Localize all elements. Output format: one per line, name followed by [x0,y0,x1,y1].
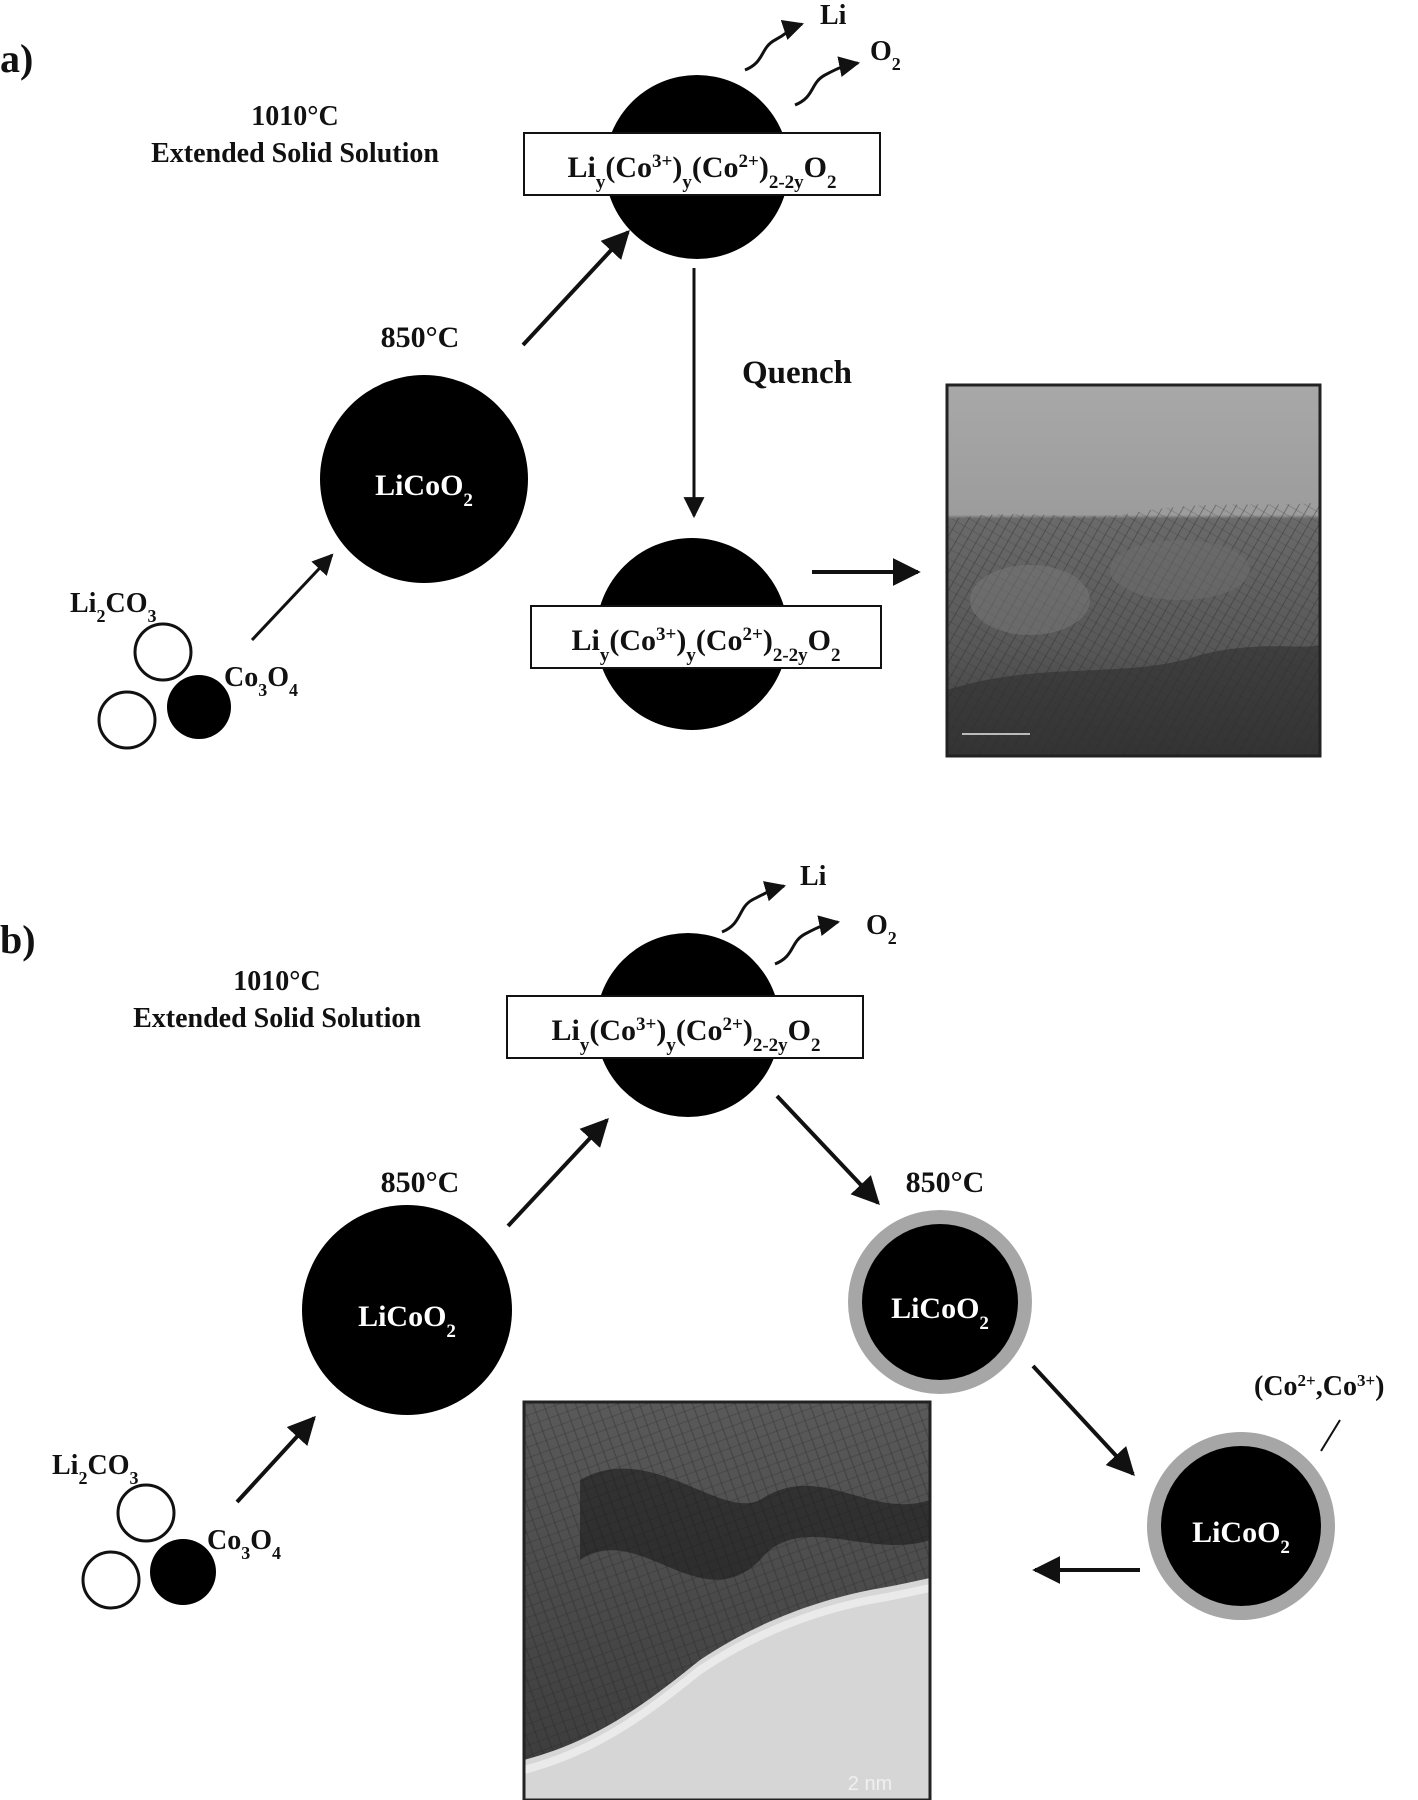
panel-b-li2co3-particle-2 [81,1550,141,1610]
panel-a-heat-arrow [521,229,630,347]
panel-a-li-loss-arrow [744,20,804,72]
panel-a-li2co3-particle-1 [133,622,193,682]
panel-a-loss-li: Li [820,0,847,31]
panel-b-coated-particle-2-core [1161,1446,1321,1606]
panel-a-product-particle [320,375,528,583]
panel-a-reactant-1: Li2CO3 [70,588,156,626]
panel-b-product-particle [302,1205,512,1415]
panel-b-li-loss-arrow [721,881,787,934]
panel-a-temp-high: 1010°C [251,101,338,132]
panel-a-o2-loss-arrow [794,56,861,107]
panel-b-temp-mid: 850°C [381,1166,460,1199]
panel-b-reactant-2: Co3O4 [207,1525,281,1563]
panel-b-shell-leader [1320,1419,1341,1452]
panel-b-o2-loss-arrow [774,915,841,966]
panel-a-label: a) [0,36,33,81]
panel-b-reactant-1: Li2CO3 [52,1450,138,1488]
panel-a-li2co3-particle-2 [97,690,157,750]
panel-a-solid-solution-formula: Liy(Co3+)y(Co2+)2-2yO2 [568,151,837,193]
panel-b-li2co3-particle-1 [116,1483,176,1543]
panel-b-co3o4-particle [150,1539,216,1605]
panel-a-temp-mid: 850°C [381,321,460,354]
panel-b-formula-box [506,995,864,1059]
panel-a-quenched-formula-box [530,605,882,669]
panel-b-reaction-arrow [235,1415,316,1504]
panel-b-shell-label: (Co2+,Co3+) [1254,1371,1384,1403]
panel-b-heat-arrow [506,1117,609,1228]
panel-a-formula-box [523,132,881,196]
panel-b-temp-anneal: 850°C [906,1166,985,1199]
panel-b-phase-label: Extended Solid Solution [133,1003,421,1034]
panel-b-anneal-arrow [775,1094,880,1206]
panel-a-reaction-arrow [250,553,334,642]
panel-a-loss-o2: O2 [870,36,901,74]
panel-b-loss-o2: O2 [866,910,897,948]
panel-a-co3o4-particle [167,675,231,739]
panel-b-tem-image: 2 nm [522,1400,932,1800]
panel-a-quench-label: Quench [742,355,852,391]
panel-b-cool-arrow [1031,1364,1135,1477]
panel-b-temp-high: 1010°C [233,966,320,997]
panel-a: a) 1010°C Extended Solid Solution Liy(Co… [0,0,1322,758]
panel-b: b) 1010°C Extended Solid Solution Liy(Co… [0,861,1384,1800]
panel-b-label: b) [0,917,36,962]
panel-b-scale-label: 2 nm [848,1773,892,1795]
panel-a-reactant-2: Co3O4 [224,662,298,700]
panel-b-coated-particle-1-core [862,1224,1018,1380]
panel-b-loss-li: Li [800,861,827,892]
panel-a-tem-image [945,383,1322,758]
panel-a-phase-label: Extended Solid Solution [151,138,439,169]
